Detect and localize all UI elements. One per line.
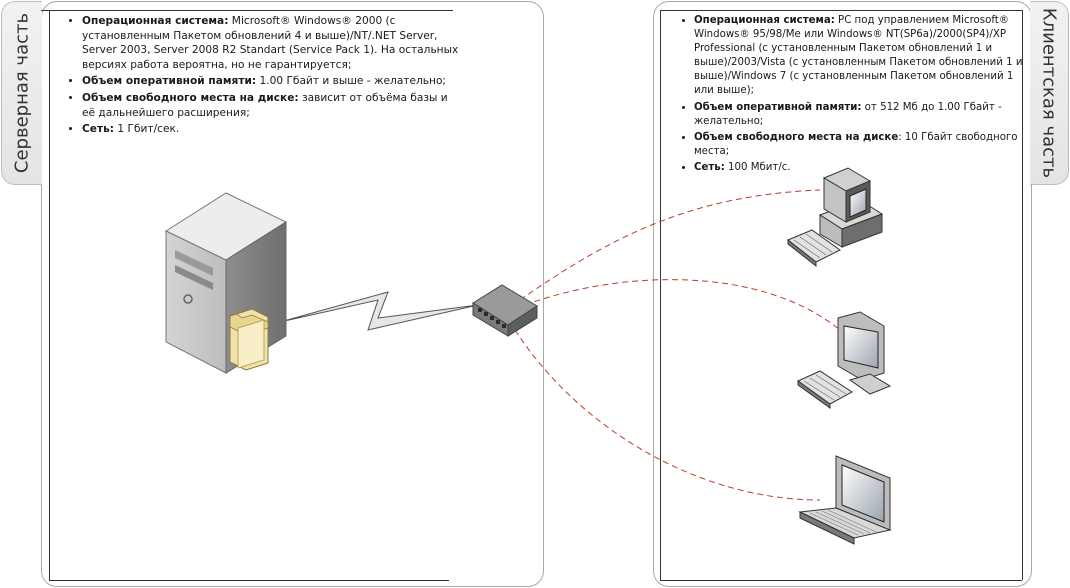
server-panel [41, 1, 544, 587]
client-requirement-ram: Объем оперативной памяти: от 512 Мб до 1… [694, 101, 1030, 129]
requirement-text: 100 Мбит/с. [724, 161, 791, 173]
server-left-rule [49, 10, 50, 580]
folder-icon [229, 308, 269, 371]
desktop-computer-icon [787, 167, 884, 268]
laptop-icon [798, 455, 892, 545]
client-bottom-rule [660, 580, 1022, 581]
requirement-term: Операционная система: [82, 15, 229, 27]
server-requirement-os: Операционная система: Microsoft® Windows… [82, 14, 464, 72]
client-tab: Клиентская часть [1030, 1, 1069, 185]
client-requirement-disk: Объем свободного места на диске: 10 Гбай… [694, 131, 1030, 159]
requirement-text: зависит от объёма базы и её дальнейшего … [82, 91, 448, 119]
requirement-text: от 512 Мб до 1.00 Гбайт - желательно; [694, 101, 1002, 127]
requirement-term: Объем оперативной памяти: [694, 101, 862, 113]
client-header-rule [660, 10, 1022, 11]
requirement-text: : 10 Гбайт свободного места; [694, 131, 1018, 157]
server-requirement-disk: Объем свободного места на диске: зависит… [82, 91, 464, 120]
requirement-text: Microsoft® Windows® 2000 (с установленны… [82, 15, 459, 71]
server-tab: Серверная часть [1, 1, 42, 185]
requirement-term: Объем свободного места на диске: [82, 91, 299, 104]
requirement-text: 1.00 Гбайт и выше - желательно; [256, 75, 446, 88]
requirement-text: 1 Гбит/сек. [114, 123, 180, 136]
lightning-link [279, 291, 479, 331]
monitor-keyboard-icon [797, 311, 892, 409]
server-requirement-network: Сеть: 1 Гбит/сек. [82, 122, 464, 137]
link-to-laptop [514, 329, 821, 501]
requirement-term: Объем оперативной памяти: [82, 75, 257, 88]
link-to-desktop [519, 189, 821, 301]
server-requirement-ram: Объем оперативной памяти: 1.00 Гбайт и в… [82, 74, 464, 89]
server-bottom-rule [49, 580, 449, 581]
requirement-term: Сеть: [694, 161, 725, 173]
client-requirements-list: Операционная система: PC под управлением… [670, 14, 1030, 177]
client-requirement-network: Сеть: 100 Мбит/с. [694, 161, 1030, 175]
network-switch-icon [472, 284, 538, 337]
requirement-term: Сеть: [82, 123, 115, 136]
server-tower-icon [164, 192, 288, 374]
link-to-monitor [524, 279, 841, 331]
client-right-rule [1022, 10, 1023, 580]
requirement-text: PC под управлением Microsoft® Windows® 9… [694, 15, 1023, 97]
requirement-term: Объем свободного места на диске [694, 131, 899, 143]
client-requirement-os: Операционная система: PC под управлением… [694, 14, 1030, 99]
client-left-rule [660, 10, 661, 580]
server-header-rule [41, 10, 453, 11]
requirement-term: Операционная система: [694, 15, 835, 26]
server-requirements-list: Операционная система: Microsoft® Windows… [58, 14, 464, 139]
dashed-links [514, 189, 841, 501]
